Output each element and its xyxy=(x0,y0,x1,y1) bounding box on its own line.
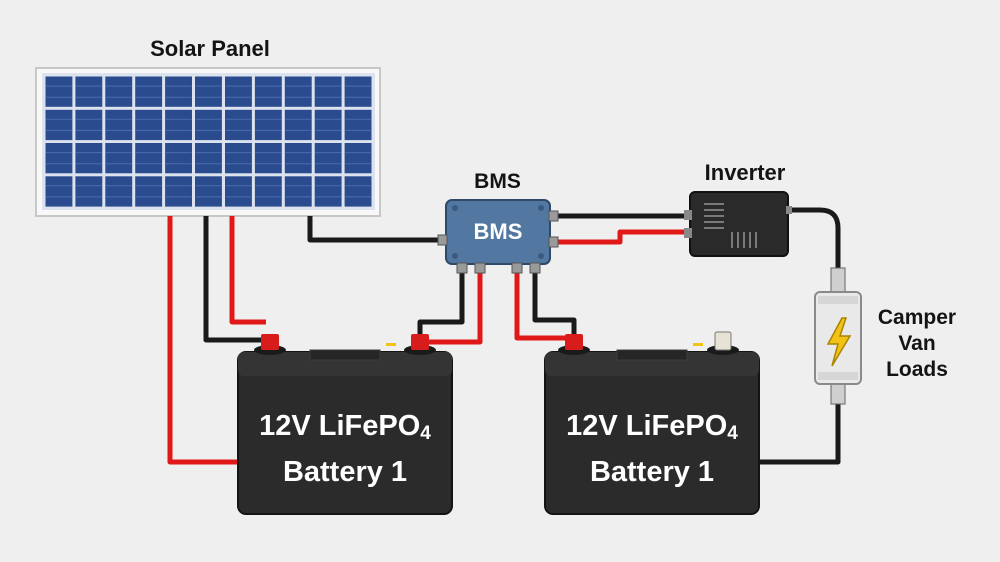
battery-1-label: 12V LiFePO4 Battery 1 xyxy=(238,407,452,491)
solar-panel-label: Solar Panel xyxy=(150,36,270,61)
camper-van-loads-label: Camper Van Loads xyxy=(862,305,972,383)
solar-panel-icon xyxy=(35,67,381,217)
battery-chemistry-text: 12V LiFePO xyxy=(566,410,728,442)
solar-cell xyxy=(135,176,163,207)
solar-cell xyxy=(284,109,312,141)
battery-name: Battery 1 xyxy=(282,456,408,488)
wire-solar-bms xyxy=(307,216,446,243)
solar-cell xyxy=(195,143,222,174)
solar-cell xyxy=(225,76,252,107)
wire-inverter-fuse xyxy=(788,207,841,275)
fuse-icon xyxy=(814,267,862,405)
solar-cell xyxy=(45,76,73,107)
solar-cell xyxy=(254,109,282,141)
loads-label-line: Loads xyxy=(886,358,948,381)
battery-chemistry-subscript: 4 xyxy=(420,423,431,444)
solar-cell xyxy=(314,176,342,207)
solar-cell xyxy=(284,143,312,174)
battery-chemistry-text: 12V LiFePO xyxy=(259,410,421,442)
solar-cell xyxy=(165,109,192,141)
solar-cell xyxy=(314,109,342,141)
wire-bms-inverter-pos xyxy=(550,229,690,245)
solar-cell xyxy=(195,76,222,107)
solar-cell xyxy=(314,143,342,174)
solar-cell xyxy=(314,76,342,107)
solar-cell xyxy=(105,76,133,107)
solar-cell xyxy=(225,143,252,174)
solar-cell xyxy=(344,176,372,207)
solar-cell xyxy=(225,176,252,207)
wire-bms-batt1-neg xyxy=(417,272,465,338)
bms-module-icon xyxy=(437,199,559,274)
wire-bms-batt2-pos xyxy=(514,272,566,341)
solar-cell xyxy=(284,176,312,207)
loads-label-line: Camper xyxy=(877,306,957,329)
battery-chemistry-subscript: 4 xyxy=(727,423,738,444)
solar-cell xyxy=(165,143,192,174)
wire-bms-batt1-pos xyxy=(426,272,483,345)
battery-name: Battery 1 xyxy=(589,456,715,488)
solar-cell xyxy=(75,109,103,141)
wire-bms-batt2-neg xyxy=(532,272,577,338)
solar-cell xyxy=(45,109,73,141)
battery-icon xyxy=(544,331,760,515)
inverter-icon xyxy=(684,191,792,257)
solar-cell xyxy=(135,143,163,174)
solar-cell xyxy=(344,109,372,141)
solar-cell xyxy=(254,76,282,107)
solar-cell xyxy=(75,143,103,174)
solar-cell xyxy=(165,176,192,207)
wire-solar-negative xyxy=(203,216,270,343)
loads-label-line: Van xyxy=(898,332,936,355)
solar-cell xyxy=(135,109,163,141)
solar-cell xyxy=(195,109,222,141)
wires xyxy=(167,207,841,465)
solar-cell xyxy=(75,76,103,107)
battery-2-label: 12V LiFePO4 Battery 1 xyxy=(545,407,759,491)
solar-cell xyxy=(284,76,312,107)
battery-icon xyxy=(237,334,453,515)
solar-cell xyxy=(105,143,133,174)
solar-cell xyxy=(165,76,192,107)
wire-solar-positive xyxy=(229,216,266,325)
wire-solar-return xyxy=(167,216,238,465)
lightning-bolt-icon xyxy=(826,317,852,367)
bms-box-text: BMS xyxy=(473,219,523,244)
solar-cell xyxy=(105,109,133,141)
solar-cell xyxy=(45,143,73,174)
inverter-label: Inverter xyxy=(704,160,786,185)
solar-cell xyxy=(254,176,282,207)
solar-cell xyxy=(225,109,252,141)
solar-cell xyxy=(105,176,133,207)
bms-label: BMS xyxy=(474,170,521,193)
solar-cell xyxy=(254,143,282,174)
wire-fuse-battery2 xyxy=(760,398,841,465)
solar-cell xyxy=(344,76,372,107)
solar-cell xyxy=(195,176,222,207)
battery-chemistry: 12V LiFePO4 xyxy=(238,407,452,453)
solar-cell xyxy=(344,143,372,174)
solar-cell xyxy=(135,76,163,107)
solar-cell xyxy=(75,176,103,207)
solar-cell xyxy=(45,176,73,207)
battery-chemistry: 12V LiFePO4 xyxy=(545,407,759,453)
